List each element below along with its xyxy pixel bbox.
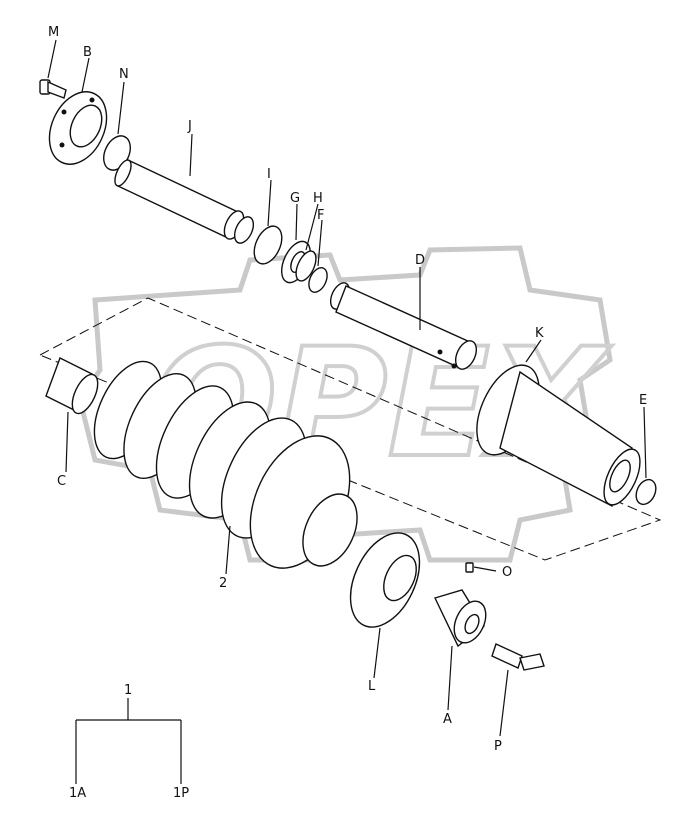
label-1p: 1P — [173, 786, 189, 801]
label-1a: 1A — [69, 786, 86, 801]
label-e: E — [639, 393, 647, 408]
label-k: K — [535, 326, 544, 341]
ring-i — [253, 225, 283, 265]
label-2: 2 — [219, 576, 227, 591]
label-a: A — [443, 712, 452, 727]
flange-b — [48, 91, 108, 165]
rod-j — [114, 159, 255, 244]
leader-lines — [47, 39, 647, 737]
label-b: B — [83, 45, 92, 60]
fitting-p — [491, 643, 545, 671]
label-j: J — [187, 119, 192, 134]
valve-a — [434, 589, 487, 648]
bolt-m — [39, 79, 67, 99]
ring-f — [308, 267, 328, 293]
label-d: D — [415, 253, 425, 268]
label-i: I — [267, 167, 271, 182]
cylinder-k — [476, 364, 641, 507]
label-p: P — [494, 739, 502, 754]
label-f: F — [317, 208, 324, 223]
nut-l — [349, 532, 421, 628]
label-o: O — [502, 565, 512, 580]
label-1: 1 — [124, 683, 132, 698]
seal-h — [295, 250, 317, 282]
label-c: C — [57, 474, 66, 489]
label-h: H — [313, 191, 323, 206]
spacer-c — [45, 357, 99, 415]
label-n: N — [119, 67, 129, 82]
label-m: M — [48, 25, 59, 40]
label-l: L — [368, 679, 376, 694]
label-g: G — [290, 191, 300, 206]
assembly-outline — [38, 297, 662, 561]
spring-2 — [93, 360, 358, 569]
piston-d — [329, 282, 478, 370]
assembly-bracket — [75, 698, 182, 784]
plug-o — [465, 562, 474, 573]
oring-e — [635, 478, 657, 506]
